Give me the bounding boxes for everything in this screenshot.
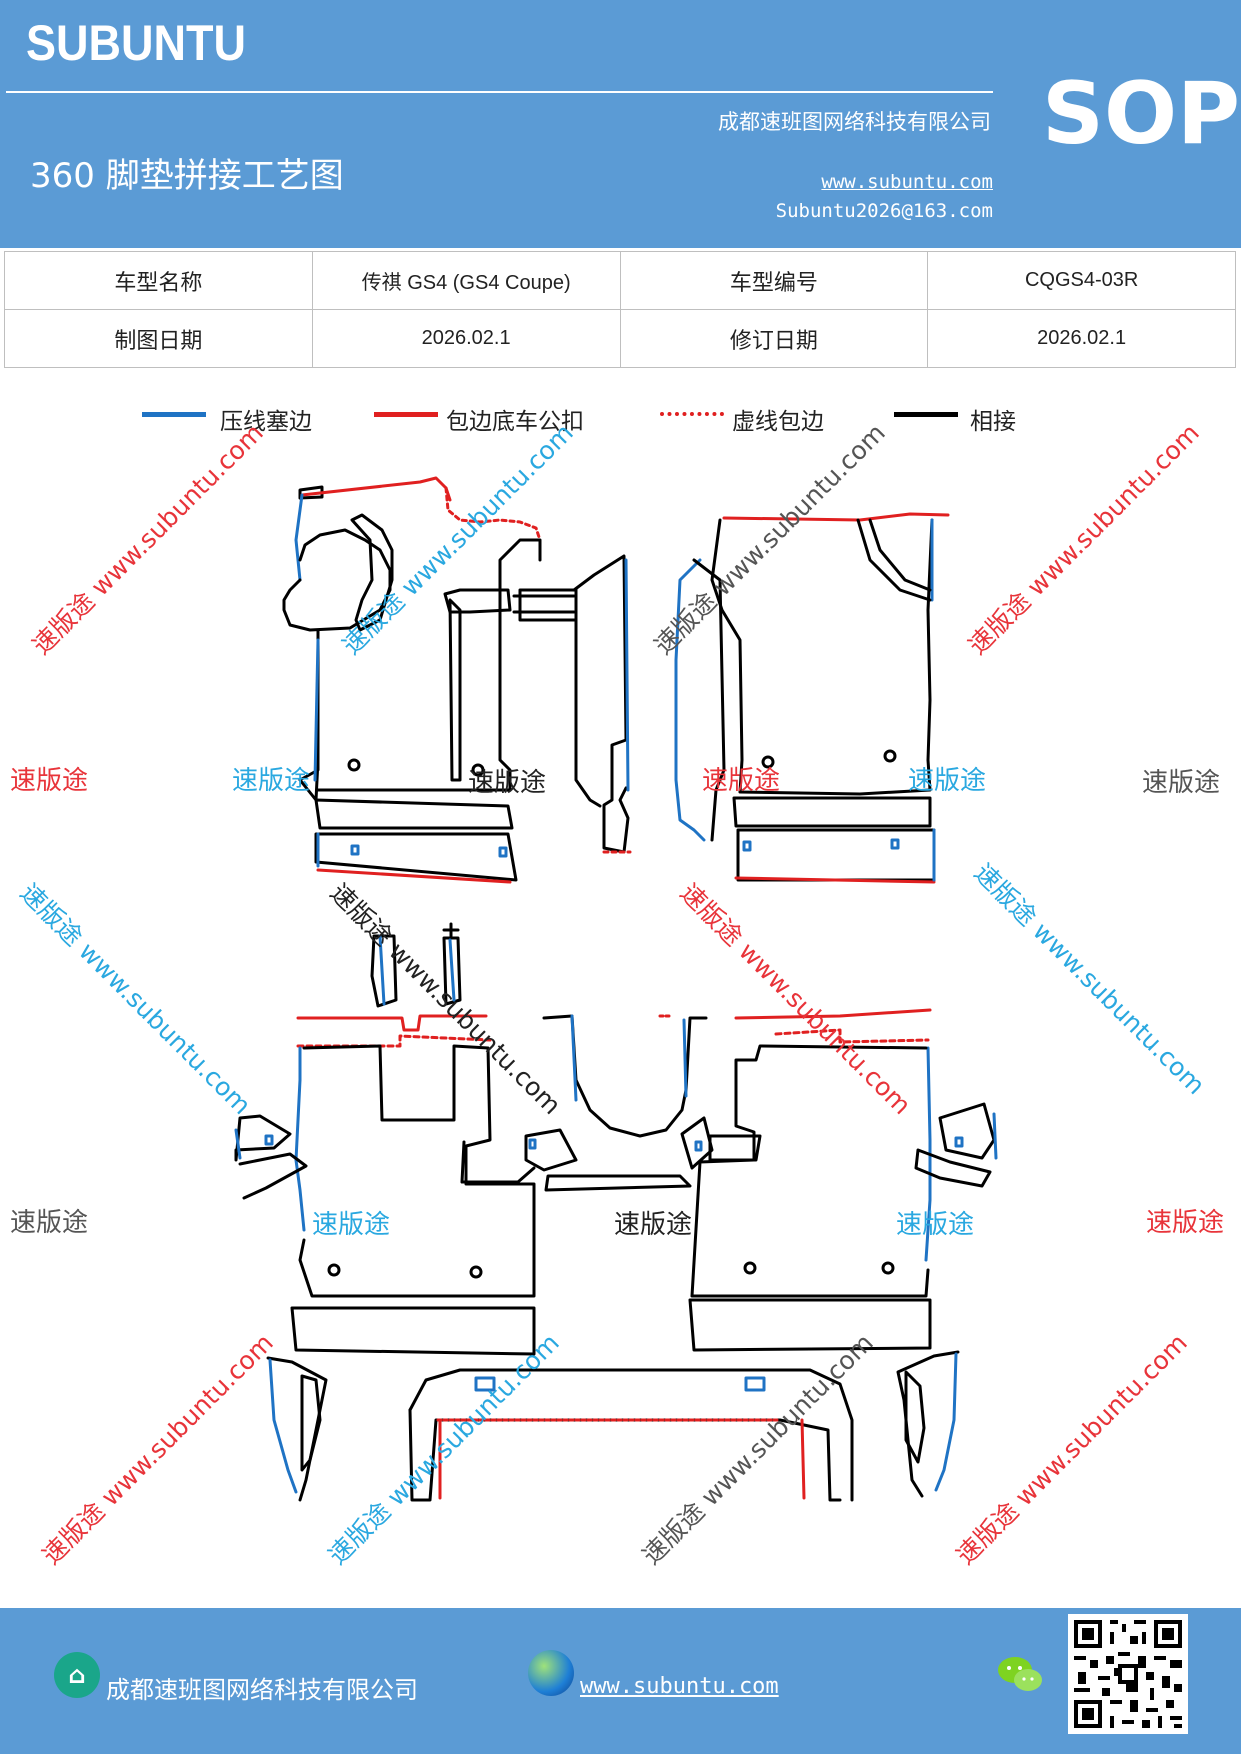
watermark-diagonal: 速版途 www.subuntu.com [36,1328,279,1571]
watermark: 速版途 [702,766,781,796]
label-cell: 车型名称 [4,251,313,310]
legend-swatch-red-dotted [660,412,724,416]
watermark: 速版途 [232,766,311,796]
watermark-diagonal: 速版途 www.subuntu.com [336,418,579,661]
globe-icon [528,1650,574,1696]
brand-logo: SUBUNTU [26,15,246,71]
watermark-diagonal: 速版途 www.subuntu.com [968,858,1211,1101]
header-banner: SUBUNTU SOP 360 脚垫拼接工艺图 成都速班图网络科技有限公司 ww… [0,0,1241,248]
watermark-diagonal: 速版途 www.subuntu.com [648,418,891,661]
watermark-diagonal: 速版途 www.subuntu.com [14,878,257,1121]
legend-label: 包边底车公扣 [446,409,584,435]
wechat-icon[interactable] [996,1654,1044,1694]
label-cell: 修订日期 [619,309,929,368]
legend-label: 相接 [970,409,1016,435]
mat-edge-red [300,476,452,502]
home-icon: ⌂ [54,1652,100,1698]
watermark: 速版途 [896,1210,975,1240]
value-cell: 传祺 GS4 (GS4 Coupe) [311,251,621,310]
watermark: 速版途 [10,1208,89,1238]
vehicle-info-table: 车型名称 传祺 GS4 (GS4 Coupe) 车型编号 CQGS4-03R 制… [4,251,1236,368]
watermark-diagonal: 速版途 www.subuntu.com [324,878,567,1121]
watermark: 速版途 [1146,1208,1225,1238]
label-cell: 制图日期 [4,309,313,368]
legend-label: 虚线包边 [732,409,824,435]
header-email[interactable]: Subuntu2026@163.com [775,200,993,222]
legend-swatch-blue [142,412,206,417]
footer-company: 成都速班图网络科技有限公司 [106,1676,418,1704]
sop-badge: SOP [1042,64,1241,164]
value-cell: 2026.02.1 [927,309,1236,368]
watermark: 速版途 [1142,768,1221,798]
watermark-diagonal: 速版途 www.subuntu.com [636,1328,879,1571]
watermark-diagonal: 速版途 www.subuntu.com [674,878,917,1121]
watermark: 速版途 [614,1210,693,1240]
qr-code [1068,1614,1188,1734]
mat-edge-blue [294,493,304,582]
mat-edge [298,485,324,500]
table-row: 车型名称 传祺 GS4 (GS4 Coupe) 车型编号 CQGS4-03R [4,251,1236,310]
watermark-diagonal: 速版途 www.subuntu.com [962,418,1205,661]
watermark: 速版途 [908,766,987,796]
legend-swatch-black [894,412,958,417]
header-divider [6,91,993,93]
header-website-link[interactable]: www.subuntu.com [821,171,993,193]
table-row: 制图日期 2026.02.1 修订日期 2026.02.1 [4,309,1236,368]
legend-swatch-red [374,412,438,417]
label-cell: 车型编号 [619,251,929,310]
legend-label: 压线塞边 [220,409,312,435]
page-title: 360 脚垫拼接工艺图 [30,156,344,196]
header-company: 成都速班图网络科技有限公司 [718,110,991,134]
value-cell: 2026.02.1 [311,309,621,368]
watermark: 速版途 [468,768,547,798]
footer-website-link[interactable]: www.subuntu.com [580,1674,779,1699]
value-cell: CQGS4-03R [927,251,1236,310]
watermark-diagonal: 速版途 www.subuntu.com [26,418,269,661]
watermark-diagonal: 速版途 www.subuntu.com [950,1328,1193,1571]
watermark: 速版途 [10,766,89,796]
watermark-diagonal: 速版途 www.subuntu.com [322,1328,565,1571]
watermark: 速版途 [312,1210,391,1240]
